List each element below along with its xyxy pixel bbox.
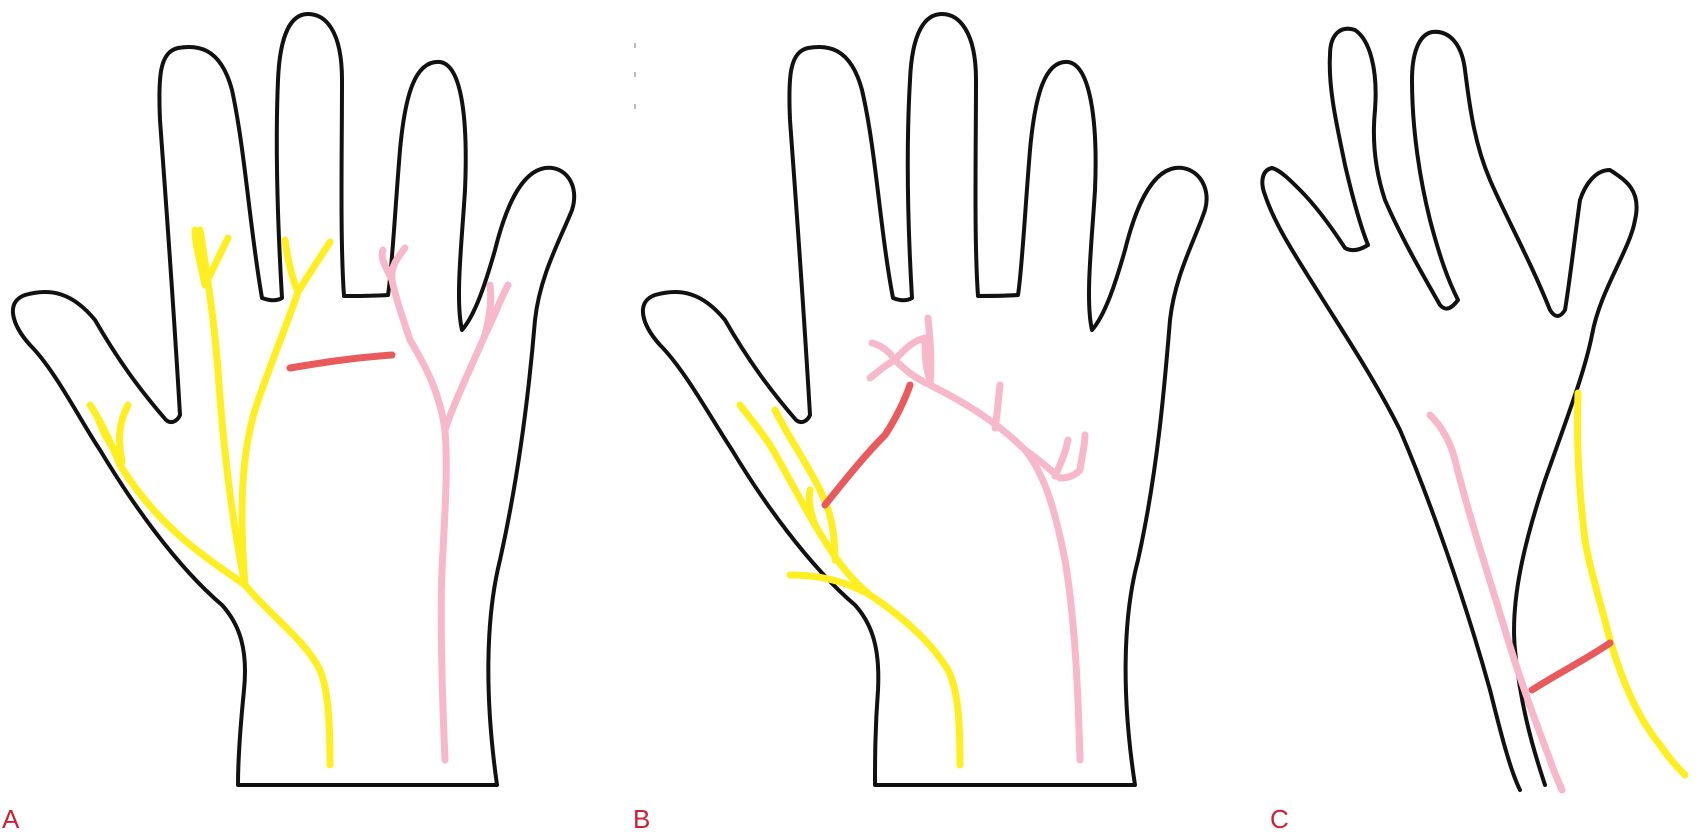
panel-a bbox=[13, 14, 574, 785]
ulnar-nerve bbox=[1430, 415, 1562, 790]
ulnar-nerve-branch bbox=[870, 318, 931, 385]
ulnar-nerve-branch bbox=[995, 385, 1000, 428]
communicating-branch bbox=[1532, 643, 1610, 690]
ulnar-nerve-branch bbox=[1025, 435, 1085, 478]
divider-tick bbox=[634, 104, 636, 109]
median-nerve bbox=[245, 585, 330, 765]
median-nerve-branch bbox=[740, 405, 870, 595]
median-nerve-digital-fork-middle bbox=[285, 240, 330, 292]
panel-label-a: A bbox=[2, 806, 19, 832]
panel-c bbox=[1262, 29, 1685, 790]
communicating-branch bbox=[825, 385, 910, 505]
hand-outline bbox=[13, 14, 574, 785]
communicating-branch bbox=[290, 355, 392, 368]
ulnar-nerve bbox=[895, 360, 1080, 760]
ulnar-nerve bbox=[410, 340, 446, 760]
panel-b bbox=[643, 14, 1207, 785]
divider-tick bbox=[634, 72, 636, 77]
median-nerve-digital-branch-middle bbox=[242, 292, 298, 585]
divider-tick bbox=[634, 43, 636, 48]
hand-outline bbox=[643, 14, 1207, 785]
median-nerve-branch bbox=[809, 490, 815, 525]
panel-label-b: B bbox=[633, 806, 650, 832]
panel-label-c: C bbox=[1270, 806, 1289, 832]
median-nerve bbox=[1577, 393, 1685, 775]
